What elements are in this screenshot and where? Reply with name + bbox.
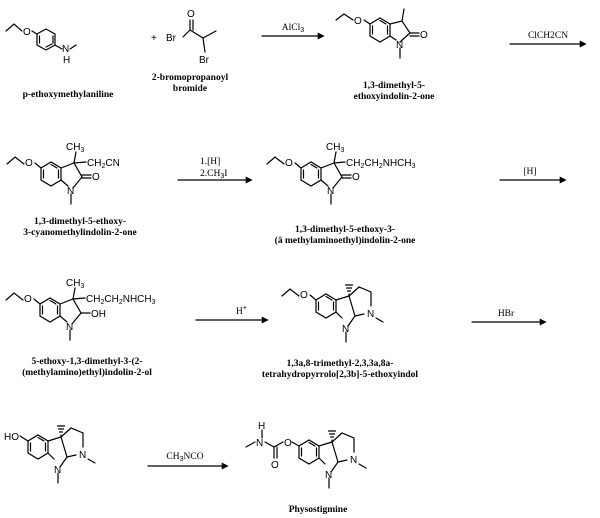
compound-name-line1: 1,3-dimethyl-5- bbox=[363, 81, 425, 91]
compound-indolin-2-ol: O CH3 CH2CH2NHCH3 OH N bbox=[5, 278, 156, 341]
reagent-h: [H] bbox=[523, 167, 536, 177]
nitrogen-atom: N bbox=[327, 186, 334, 197]
compound-name-line2: (methylamino)ethyl)indolin-2-ol bbox=[22, 367, 152, 378]
stereo-hash-bond bbox=[327, 430, 337, 443]
oxygen-atom: O bbox=[285, 158, 293, 169]
arrow-head bbox=[559, 176, 567, 184]
methyl-group: CH3 bbox=[66, 278, 84, 290]
methylaminoethyl-group: CH2CH2NHCH3 bbox=[346, 158, 416, 170]
compound-1-3-dimethyl-5-ethoxyindolin-2-one: O N O bbox=[335, 8, 428, 59]
stereo-hash-bond bbox=[344, 284, 354, 297]
hydrogen-atom: H bbox=[63, 55, 70, 66]
nitrogen-atom: N bbox=[54, 465, 61, 476]
hydroxyl-group: OH bbox=[91, 309, 106, 320]
oxygen-atom: O bbox=[24, 294, 32, 305]
compound-p-ethoxymethylaniline: O N H bbox=[5, 23, 77, 66]
compound-name-line1: 1,3-dimethyl-5-ethoxy- bbox=[34, 217, 126, 227]
ester-oxygen: O bbox=[284, 438, 292, 449]
compound-name: Physostigmine bbox=[289, 505, 348, 515]
compound-name-line1: 5-ethoxy-1,3-dimethyl-3-(2- bbox=[31, 356, 142, 367]
nitrogen-atom: N bbox=[79, 450, 86, 461]
oxygen-atom: O bbox=[25, 158, 33, 169]
arrow-head bbox=[539, 318, 547, 326]
compound-2-bromopropanoyl-bromide: O Br Br bbox=[166, 9, 217, 66]
compound-hydroxy-pyrroloindol: HO N N bbox=[4, 425, 96, 484]
hydroxyl-group: HO bbox=[4, 432, 19, 443]
reagent-hbr: HBr bbox=[498, 309, 515, 319]
compound-name: p-ethoxymethylaniline bbox=[23, 90, 114, 100]
methyl-group: CH3 bbox=[66, 142, 84, 154]
reagent-step-2: 2.CH3I bbox=[200, 169, 227, 180]
nitrogen-atom: N bbox=[367, 309, 374, 320]
cyanomethyl-group: CH2CN bbox=[87, 158, 120, 170]
compound-name-line2: ethoxyindolin-2-one bbox=[354, 92, 435, 102]
arrow-head bbox=[221, 462, 229, 470]
nitrogen-atom: N bbox=[350, 455, 357, 466]
stereo-hash-bond bbox=[56, 425, 66, 438]
nitrogen-atom: N bbox=[256, 438, 263, 449]
oxygen-atom: O bbox=[187, 9, 195, 20]
arrow-head bbox=[245, 176, 253, 184]
oxygen-atom: O bbox=[354, 16, 362, 27]
arrow-head bbox=[579, 40, 587, 48]
nitrogen-atom: N bbox=[67, 186, 74, 197]
compound-name-line2: tetrahydropyrrolo[2,3b]-5-ethoxyindol bbox=[262, 370, 418, 380]
compound-methylaminoethyl-indolinone: O CH3 CH2CH2NHCH3 O N bbox=[266, 142, 416, 205]
bromine-atom: Br bbox=[199, 55, 210, 66]
nitrogen-atom: N bbox=[62, 44, 69, 55]
nitrogen-atom: N bbox=[396, 40, 403, 51]
reagent-proton: H+ bbox=[236, 305, 247, 317]
hydrogen-atom: H bbox=[258, 421, 265, 432]
oxygen-atom: O bbox=[420, 30, 428, 41]
reagent-clch2cn: ClCH2CN bbox=[528, 31, 568, 41]
methylaminoethyl-group: CH2CH2NHCH3 bbox=[86, 294, 156, 306]
nitrogen-atom: N bbox=[342, 324, 349, 335]
arrow-head bbox=[317, 32, 325, 40]
oxygen-atom: O bbox=[300, 290, 308, 301]
arrow-head bbox=[261, 316, 269, 324]
nitrogen-atom: N bbox=[325, 470, 332, 481]
carbonyl-oxygen: O bbox=[271, 460, 279, 471]
compound-cyanomethylindolinone: O CH3 CH2CN O N bbox=[6, 142, 120, 205]
oxygen-atom: O bbox=[23, 27, 31, 38]
oxygen-atom: O bbox=[92, 172, 100, 183]
compound-name-line1: 2-bromopropanoyl bbox=[152, 73, 229, 83]
compound-name-line1: 1,3a,8-trimethyl-2,3,3a,8a- bbox=[287, 359, 394, 369]
reagent-ch3nco: CH3NCO bbox=[166, 452, 203, 463]
reagent-alcl3: AlCl3 bbox=[282, 23, 304, 34]
compound-name-line2: 3-cyanomethylindolin-2-one bbox=[23, 228, 136, 238]
nitrogen-atom: N bbox=[66, 322, 73, 333]
reagent-step-1: 1.[H] bbox=[200, 157, 220, 167]
oxygen-atom: O bbox=[352, 172, 360, 183]
compound-name-line2: bromide bbox=[173, 84, 207, 94]
compound-name-line1: 1,3-dimethyl-5-ethoxy-3- bbox=[295, 225, 395, 235]
plus-sign: + bbox=[151, 33, 157, 44]
bromine-atom: Br bbox=[166, 33, 177, 44]
compound-physostigmine: N H O O N N bbox=[245, 421, 367, 489]
compound-name-line2: (â methylaminoethyl)indolin-2-one bbox=[275, 235, 416, 246]
methyl-group: CH3 bbox=[326, 142, 344, 154]
compound-tetrahydropyrroloindol: O N N bbox=[281, 284, 384, 343]
